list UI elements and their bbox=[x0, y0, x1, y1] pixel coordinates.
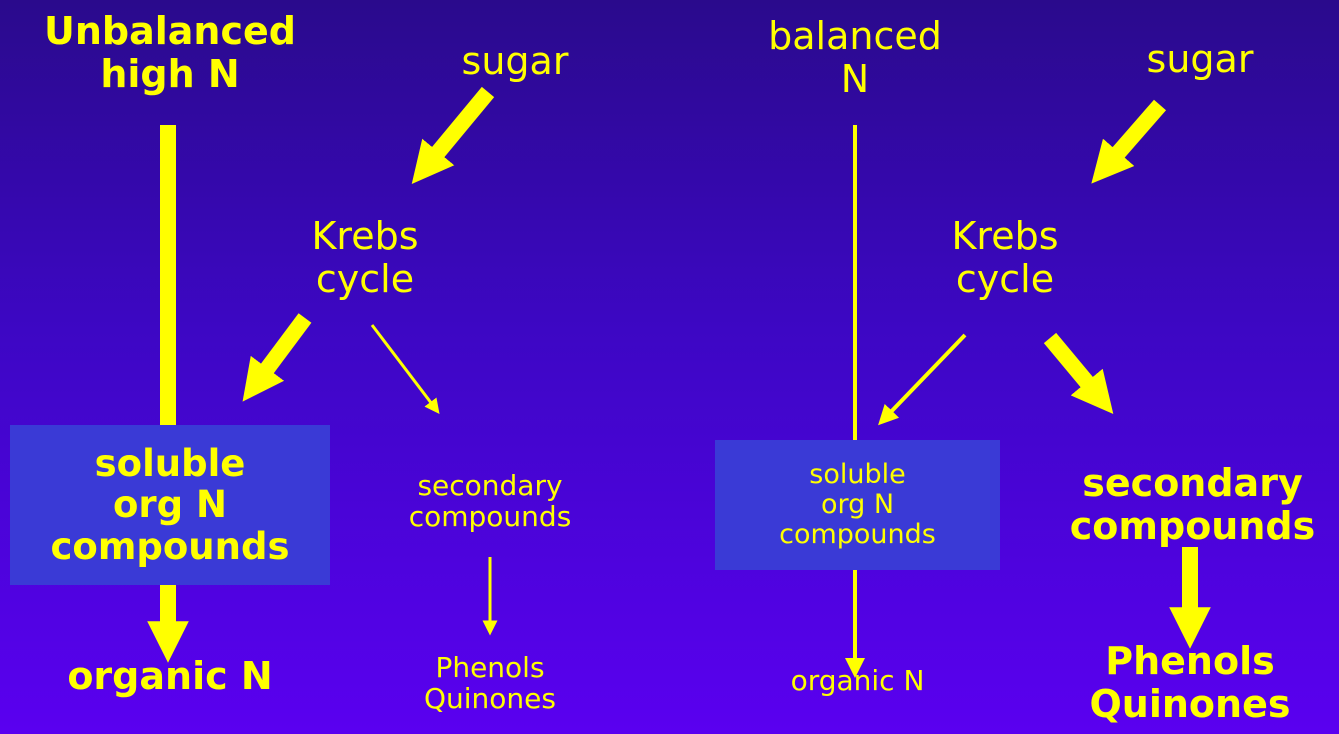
right-sugar-arrow bbox=[1091, 99, 1167, 184]
left-soluble-box: soluble org N compounds bbox=[10, 425, 330, 585]
left-phenols-label: Phenols Quinones bbox=[423, 651, 556, 716]
left-krebs-to-soluble-arrow bbox=[242, 313, 312, 402]
left-krebs-to-secondary-arrow bbox=[370, 324, 440, 414]
right-secondary-label: secondary compounds bbox=[1069, 461, 1316, 548]
right-krebs-label: Krebs cycle bbox=[951, 214, 1059, 301]
left-source-label: Unbalanced high N bbox=[44, 9, 296, 96]
left-secondary-label: secondary compounds bbox=[408, 469, 572, 534]
right-krebs-to-secondary-arrow bbox=[1043, 332, 1114, 414]
right-soluble-box: soluble org N compounds bbox=[715, 440, 1000, 570]
right-organic-label: organic N bbox=[790, 664, 925, 697]
right-source-label: balanced N bbox=[768, 14, 942, 101]
right-krebs-to-soluble-arrow bbox=[878, 333, 967, 426]
right-sugar-label: sugar bbox=[1146, 37, 1254, 81]
right-soluble-label: soluble org N compounds bbox=[779, 458, 936, 551]
left-soluble-label: soluble org N compounds bbox=[50, 441, 290, 568]
left-sugar-label: sugar bbox=[461, 39, 569, 83]
right-phenols-label: Phenols Quinones bbox=[1089, 639, 1291, 726]
left-sugar-arrow bbox=[411, 86, 495, 185]
left-organic-label: organic N bbox=[67, 654, 273, 698]
left-krebs-label: Krebs cycle bbox=[311, 214, 419, 301]
